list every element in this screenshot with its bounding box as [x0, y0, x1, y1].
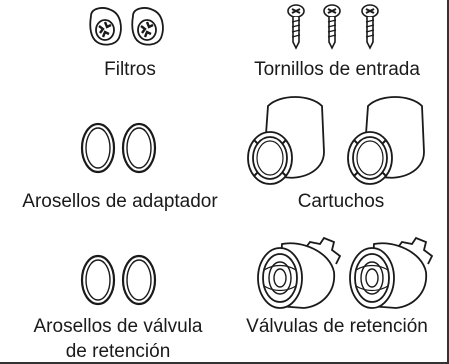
check-valve-orings-label-line2: de retención [65, 341, 171, 362]
filters-illustration [89, 7, 164, 46]
check-valve-icon [349, 236, 434, 309]
oring-icon [121, 254, 157, 306]
cartridge-icon [247, 96, 325, 185]
frame-right-edge [447, 0, 449, 364]
adapter-orings-label: Arosellos de adaptador [22, 191, 218, 212]
filters-label: Filtros [104, 59, 156, 80]
screw-icon [361, 4, 379, 50]
check-valves-illustration [257, 236, 434, 309]
oring-icon [80, 254, 116, 306]
cartridges-illustration [247, 96, 425, 185]
filter-icon [131, 7, 164, 46]
filter-icon [89, 7, 122, 46]
check-valve-orings-label-line1: Arosellos de válvula [33, 316, 203, 337]
screw-icon [323, 4, 341, 50]
cartridge-icon [347, 96, 425, 185]
oring-icon [80, 122, 116, 174]
frame-bottom-edge [0, 362, 449, 364]
inlet-screws-illustration [287, 4, 379, 50]
check-valves-label: Válvulas de retención [246, 316, 428, 337]
check-valve-orings-label: Arosellos de válvula de retención [8, 314, 228, 364]
inlet-screws-label: Tornillos de entrada [254, 59, 420, 80]
check-valve-icon [257, 236, 342, 309]
screw-icon [287, 4, 305, 50]
check-valve-orings-illustration [80, 254, 157, 306]
oring-icon [121, 122, 157, 174]
cartridges-label: Cartuchos [297, 191, 385, 212]
adapter-orings-illustration [80, 122, 157, 174]
